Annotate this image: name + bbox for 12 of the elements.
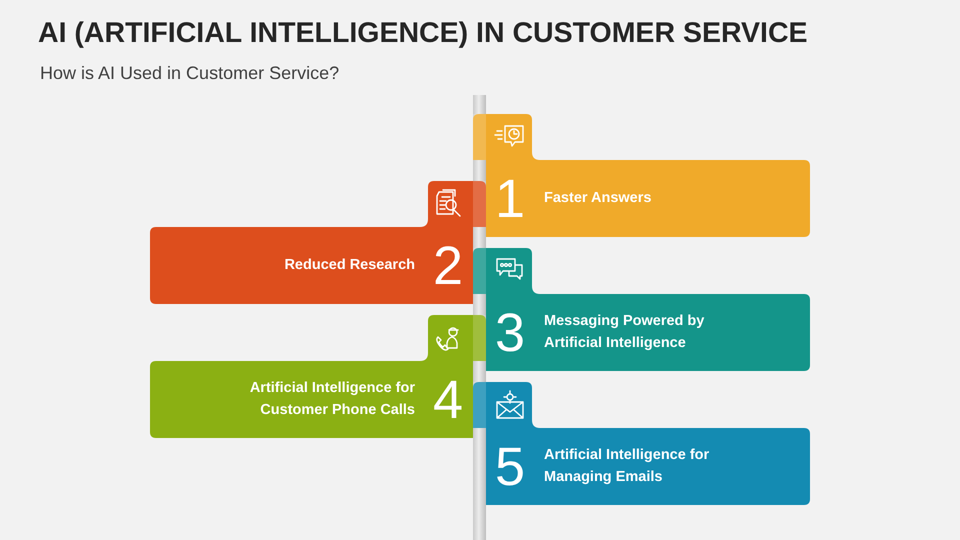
step-number: 5 [494, 440, 526, 494]
step-label: Artificial Intelligence for Managing Emails [544, 446, 710, 486]
step-label: Artificial Intelligence for Customer Phone Calls [248, 379, 415, 420]
subtitle: How is AI Used in Customer Service? [40, 63, 340, 84]
step-label: Faster Answers [544, 188, 652, 208]
step-number: 4 [432, 373, 464, 427]
step-label: Messaging Powered by Artificial Intelligence [544, 312, 706, 352]
step-number: 2 [432, 239, 464, 293]
step-number: 1 [494, 172, 526, 226]
title: AI (ARTIFICIAL INTELLIGENCE) IN CUSTOMER SERVICE [38, 17, 808, 50]
step-label: Reduced Research [283, 256, 415, 275]
step-number: 3 [494, 306, 526, 360]
